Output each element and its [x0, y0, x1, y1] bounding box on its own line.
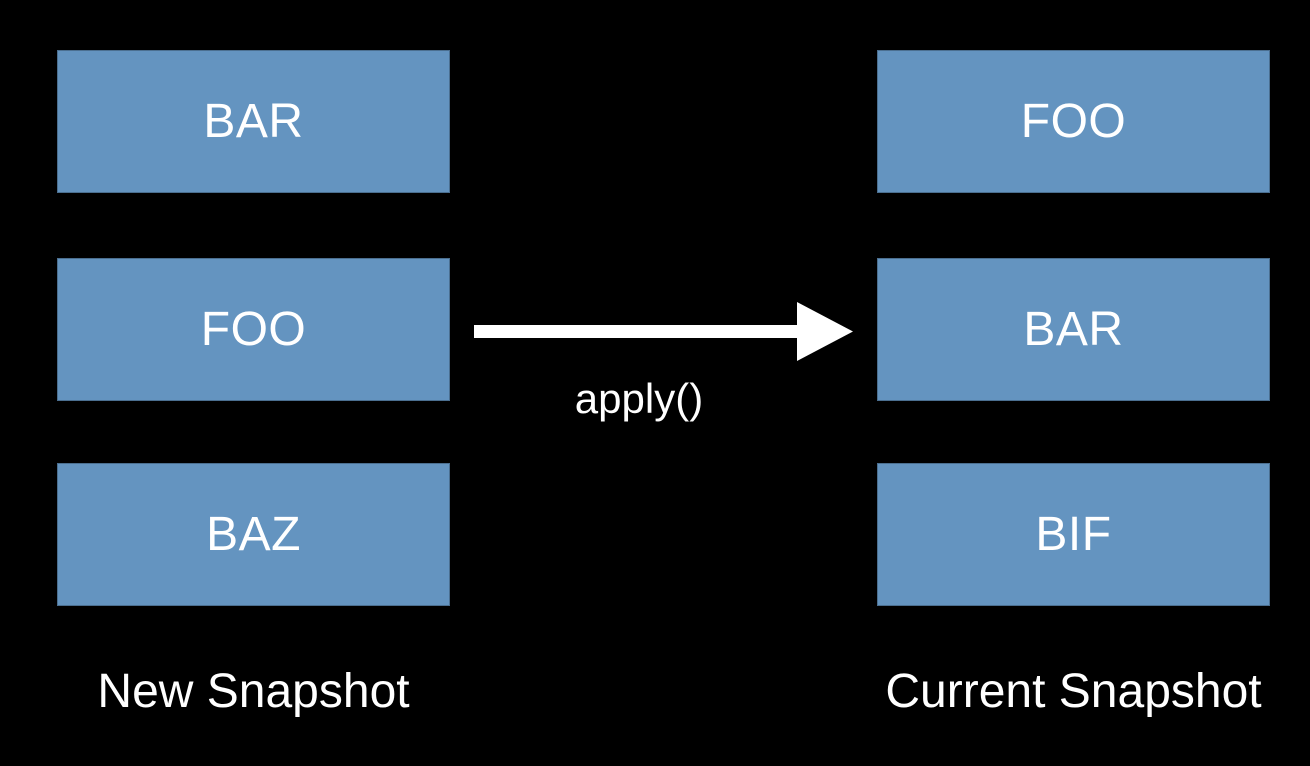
box-label: BAZ [206, 507, 301, 561]
new-snapshot-box-bar: BAR [57, 50, 450, 193]
current-snapshot-box-bar: BAR [877, 258, 1270, 401]
box-label: BAR [203, 94, 304, 148]
box-label: FOO [1020, 94, 1127, 148]
arrow-head-icon [797, 302, 853, 361]
current-snapshot-box-bif: BIF [877, 463, 1270, 606]
new-snapshot-box-foo: FOO [57, 258, 450, 401]
apply-arrow-label: apply() [574, 375, 704, 422]
current-snapshot-box-foo: FOO [877, 50, 1270, 193]
new-snapshot-caption: New Snapshot [97, 665, 410, 718]
box-label: BIF [1035, 507, 1112, 561]
arrow-shaft [474, 325, 804, 338]
new-snapshot-box-baz: BAZ [57, 463, 450, 606]
box-label: FOO [200, 302, 307, 356]
current-snapshot-caption: Current Snapshot [885, 665, 1262, 718]
box-label: BAR [1023, 302, 1124, 356]
